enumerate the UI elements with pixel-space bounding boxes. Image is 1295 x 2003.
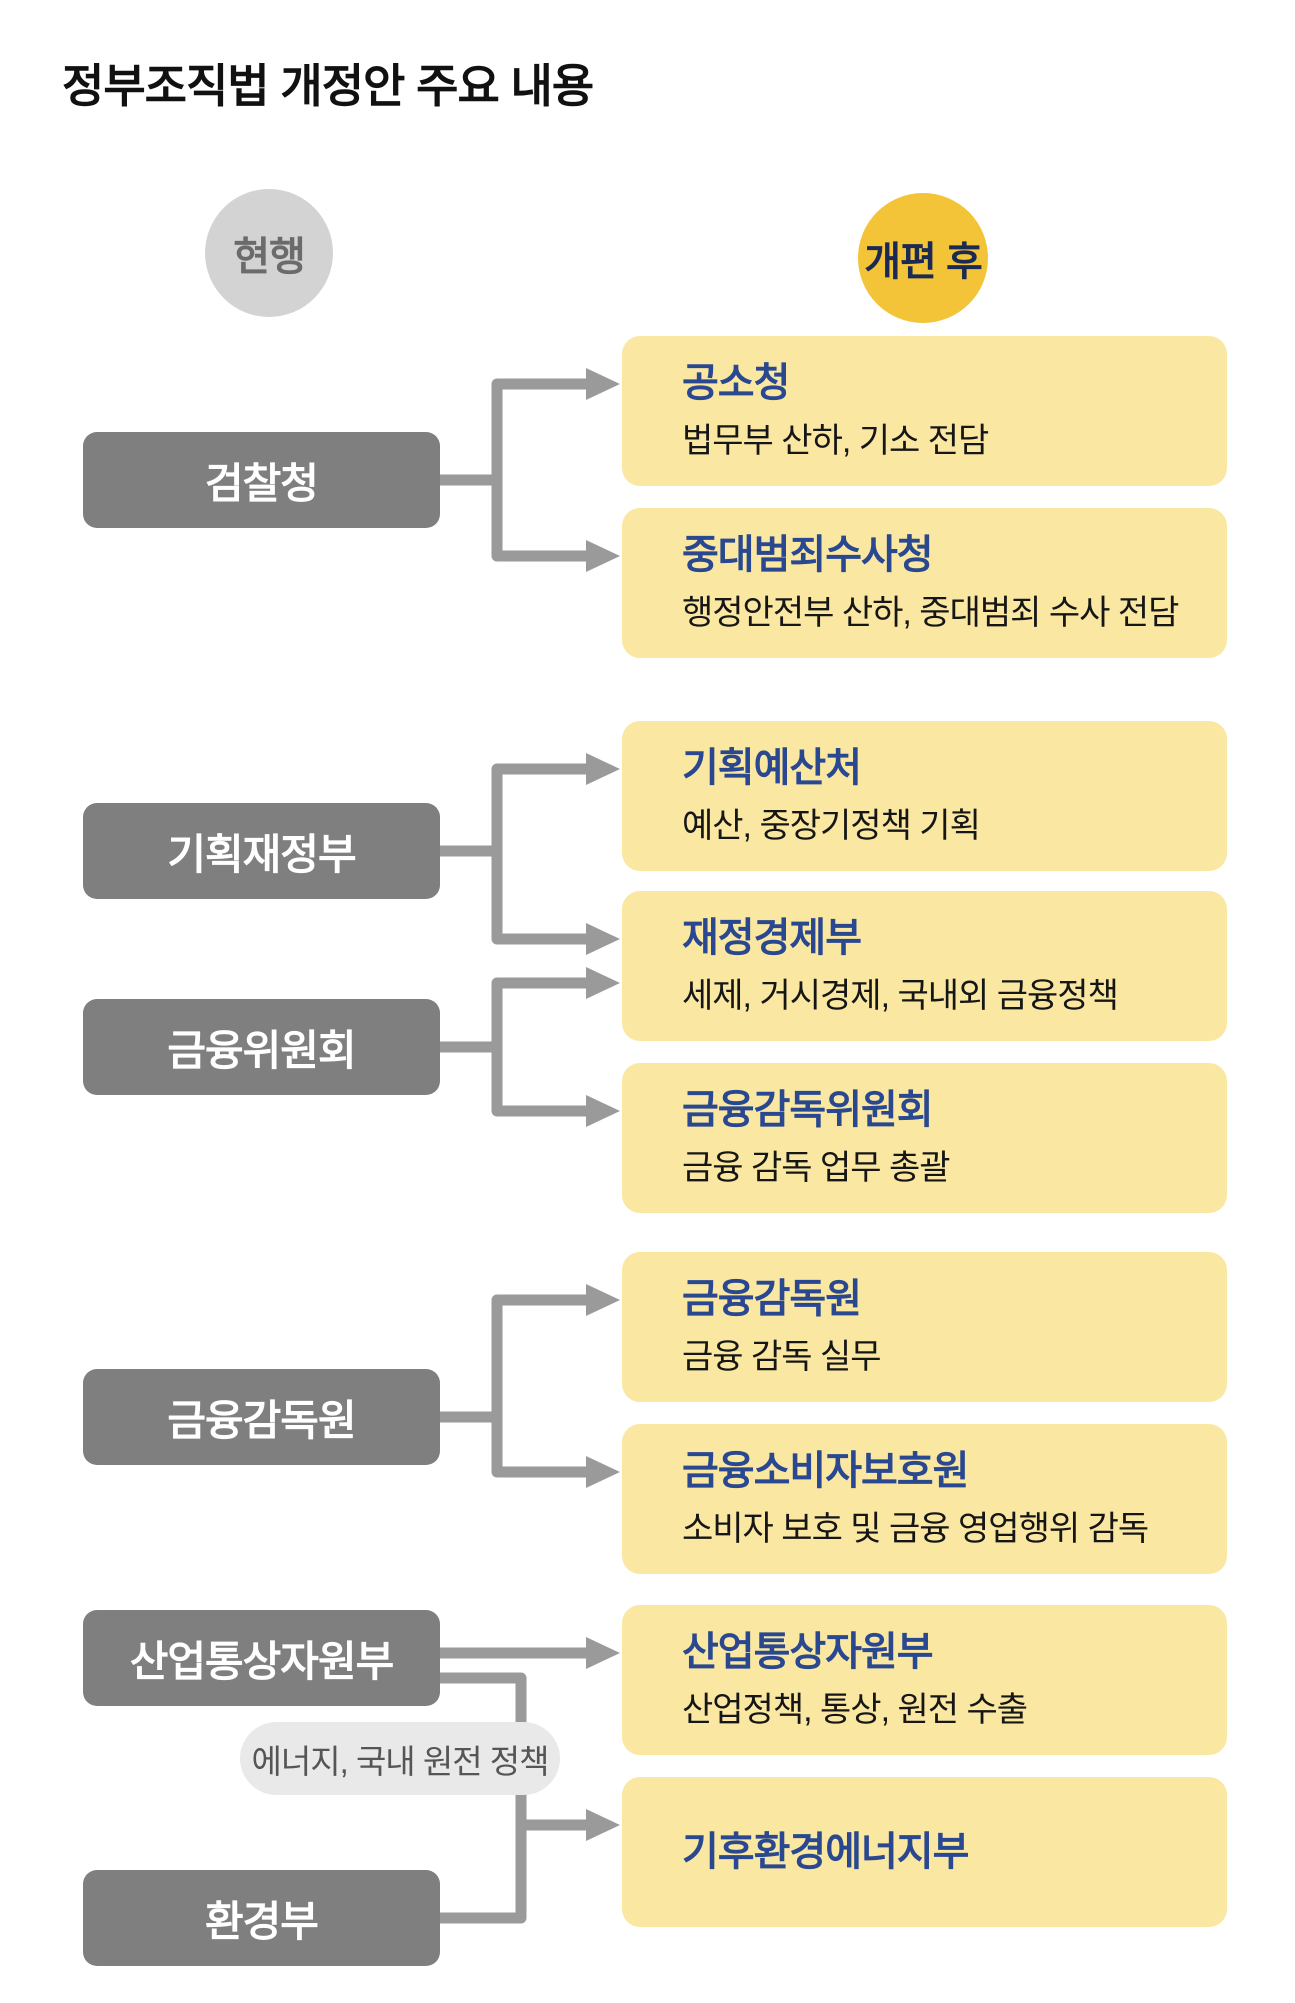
new-agency-desc: 금융 감독 업무 총괄 <box>682 1149 951 1187</box>
page-title: 정부조직법 개정안 주요 내용 <box>62 60 594 112</box>
arrowhead <box>586 1809 620 1841</box>
new-agency-desc: 산업정책, 통상, 원전 수출 <box>682 1691 1028 1729</box>
new-agency-desc: 금융 감독 실무 <box>682 1338 882 1376</box>
new-agency-box: 재정경제부 세제, 거시경제, 국내외 금융정책 <box>622 891 1227 1041</box>
new-agency-desc: 세제, 거시경제, 국내외 금융정책 <box>682 977 1119 1015</box>
new-agency-name: 기후환경에너지부 <box>682 1830 969 1874</box>
current-agency-label: 금융감독원 <box>167 1396 356 1444</box>
new-agency-name: 금융소비자보호원 <box>682 1449 969 1493</box>
new-agency-name: 재정경제부 <box>682 916 862 960</box>
transfer-note-label: 에너지, 국내 원전 정책 <box>251 1742 550 1780</box>
new-agency-box: 기획예산처 예산, 중장기정책 기획 <box>622 721 1227 871</box>
new-agency-box: 금융감독위원회 금융 감독 업무 총괄 <box>622 1063 1227 1213</box>
current-agency-box-motie: 산업통상자원부 <box>83 1610 440 1706</box>
current-agency-box-finance-ministry: 기획재정부 <box>83 803 440 899</box>
arrowhead <box>586 368 620 400</box>
legend-current-badge: 현행 <box>205 189 333 317</box>
new-agency-box: 중대범죄수사청 행정안전부 산하, 중대범죄 수사 전담 <box>622 508 1227 658</box>
current-agency-box-fss: 금융감독원 <box>83 1369 440 1465</box>
new-agency-box: 금융감독원 금융 감독 실무 <box>622 1252 1227 1402</box>
new-agency-desc: 행정안전부 산하, 중대범죄 수사 전담 <box>682 594 1179 632</box>
legend-after-label: 개편 후 <box>864 240 983 284</box>
arrowhead <box>586 1095 620 1127</box>
legend-current-label: 현행 <box>233 235 306 279</box>
arrowhead <box>586 923 620 955</box>
new-agency-box: 금융소비자보호원 소비자 보호 및 금융 영업행위 감독 <box>622 1424 1227 1574</box>
connector-merge <box>435 1672 527 1924</box>
arrowhead <box>586 753 620 785</box>
arrowhead <box>586 1637 620 1669</box>
current-agency-label: 기획재정부 <box>167 830 356 878</box>
new-agency-name: 공소청 <box>682 361 790 405</box>
new-agency-desc: 예산, 중장기정책 기획 <box>682 807 981 845</box>
current-agency-box-prosecution: 검찰청 <box>83 432 440 528</box>
new-agency-name: 중대범죄수사청 <box>682 533 934 577</box>
current-agency-label: 금융위원회 <box>167 1026 356 1074</box>
new-agency-box: 기후환경에너지부 <box>622 1777 1227 1927</box>
legend-after-badge: 개편 후 <box>858 193 988 323</box>
new-agency-name: 금융감독원 <box>682 1277 862 1321</box>
new-agency-box: 공소청 법무부 산하, 기소 전담 <box>622 336 1227 486</box>
arrowhead <box>586 1284 620 1316</box>
current-agency-label: 환경부 <box>205 1897 319 1945</box>
connector-branch <box>491 1294 590 1478</box>
arrowhead <box>586 540 620 572</box>
new-agency-name: 기획예산처 <box>682 746 862 790</box>
current-agency-box-environment: 환경부 <box>83 1870 440 1966</box>
connector-branch <box>491 763 590 945</box>
arrowhead <box>586 967 620 999</box>
current-agency-label: 검찰청 <box>205 459 319 507</box>
connector-branch <box>491 977 590 1117</box>
new-agency-name: 산업통상자원부 <box>682 1630 934 1674</box>
arrowhead <box>586 1456 620 1488</box>
new-agency-desc: 소비자 보호 및 금융 영업행위 감독 <box>682 1510 1149 1548</box>
transfer-note-pill: 에너지, 국내 원전 정책 <box>240 1722 560 1795</box>
new-agency-box: 산업통상자원부 산업정책, 통상, 원전 수출 <box>622 1605 1227 1755</box>
connector-branch <box>491 378 590 562</box>
new-agency-desc: 법무부 산하, 기소 전담 <box>682 422 989 460</box>
current-agency-box-fsc: 금융위원회 <box>83 999 440 1095</box>
current-agency-label: 산업통상자원부 <box>129 1637 394 1685</box>
new-agency-name: 금융감독위원회 <box>682 1088 934 1132</box>
